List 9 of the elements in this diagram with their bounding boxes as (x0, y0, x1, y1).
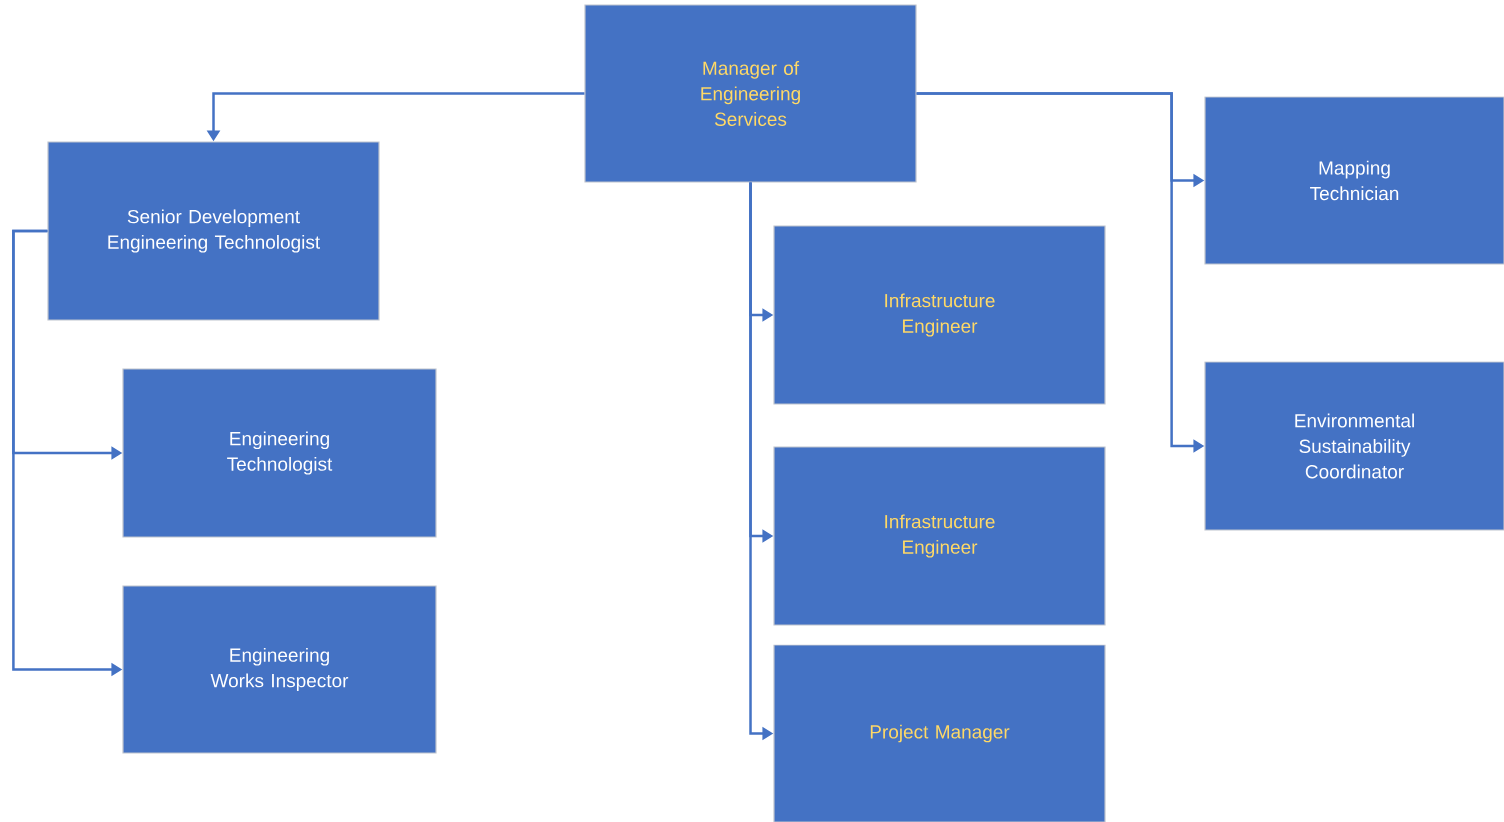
role-box: Senior Development Engineering Technologist (47, 141, 380, 321)
role-box: Environmental Sustainability Coordinator (1204, 361, 1504, 531)
role-box: Infrastructure Engineer (773, 446, 1106, 626)
role-box: Infrastructure Engineer (773, 225, 1106, 405)
role-box: Engineering Works Inspector (122, 585, 437, 754)
role-box: Manager of Engineering Services (584, 4, 917, 183)
role-box: Engineering Technologist (122, 368, 437, 538)
role-box: Mapping Technician (1204, 96, 1504, 265)
role-box: Project Manager (773, 644, 1106, 822)
